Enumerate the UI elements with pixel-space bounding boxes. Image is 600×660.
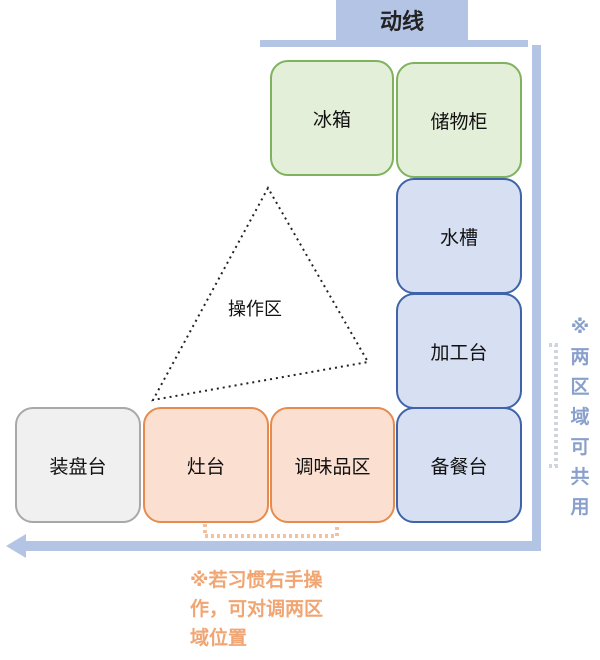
zone-fridge: 冰箱 (270, 60, 394, 176)
zone-sink: 水槽 (396, 178, 522, 294)
note-char: 用 (570, 496, 590, 518)
zone-serving-prep: 备餐台 (396, 407, 522, 523)
zone-stove: 灶台 (143, 407, 269, 523)
zone-prep: 加工台 (396, 293, 522, 409)
note-line: 域位置 (190, 627, 248, 649)
swap-note: ※若习惯右手操 作，可对调两区 域位置 (190, 566, 365, 653)
note-char: 共 (570, 466, 590, 488)
flow-right-bar (532, 45, 541, 550)
flow-top-bar (260, 40, 528, 47)
shared-bracket (549, 343, 558, 468)
note-line: ※若习惯右手操 (190, 569, 323, 591)
note-char: 可 (570, 436, 590, 458)
note-char: 域 (570, 406, 590, 428)
swap-bracket (203, 524, 339, 538)
zone-condiments: 调味品区 (270, 407, 395, 523)
work-area-label: 操作区 (228, 299, 282, 320)
flow-title: 动线 (336, 0, 468, 40)
note-char: 区 (570, 376, 590, 398)
note-char: 两 (570, 346, 590, 368)
zone-storage: 储物柜 (396, 62, 522, 178)
zone-plating: 装盘台 (15, 407, 141, 523)
flow-arrow-left (6, 534, 541, 558)
note-line: 作，可对调两区 (190, 598, 324, 620)
note-char: ※ (570, 316, 590, 338)
shared-note: ※ 两 区 域 可 共 用 (566, 312, 594, 522)
